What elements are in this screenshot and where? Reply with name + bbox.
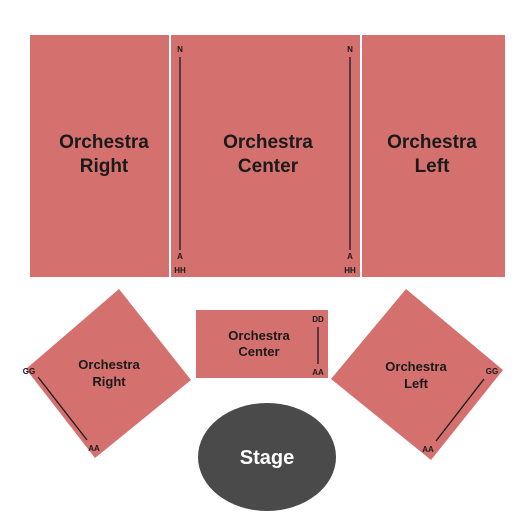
row-label-end: AA <box>312 368 324 377</box>
section-label-line2: Center <box>238 344 279 359</box>
row-label-right-top: N <box>347 45 353 54</box>
stage: Stage <box>198 403 336 511</box>
stage-label: Stage <box>240 447 294 469</box>
stage-shape <box>198 403 336 511</box>
section-label-line1: Orchestra <box>78 357 140 372</box>
row-label-right-extra: HH <box>344 266 356 275</box>
section-lower-orchestra-left-shape[interactable] <box>331 289 503 460</box>
section-label-line1: Orchestra <box>59 132 149 153</box>
row-range-line <box>435 378 485 442</box>
section-lower-orchestra-left[interactable]: Orchestra Left GG AA <box>331 289 503 460</box>
row-label-end: AA <box>88 444 100 453</box>
section-label-line2: Right <box>80 156 129 177</box>
section-lower-orchestra-center-shape[interactable] <box>196 310 328 378</box>
section-label-line2: Center <box>238 156 299 177</box>
section-label-line2: Left <box>415 156 451 177</box>
section-upper-orchestra-right-shape[interactable] <box>30 35 169 277</box>
row-label-right-bottom: A <box>347 252 353 261</box>
row-label-left-bottom: A <box>177 252 183 261</box>
row-label-start: GG <box>486 367 498 376</box>
row-label-start: GG <box>23 367 35 376</box>
row-label-end: AA <box>422 445 434 454</box>
section-upper-orchestra-right[interactable]: Orchestra Right <box>30 35 169 277</box>
section-upper-orchestra-center-shape[interactable] <box>171 35 360 277</box>
section-lower-orchestra-right[interactable]: Orchestra Right GG AA <box>23 289 191 458</box>
section-upper-orchestra-center[interactable]: Orchestra Center N A HH N A HH <box>171 35 360 277</box>
section-label-line1: Orchestra <box>228 328 290 343</box>
section-upper-orchestra-left[interactable]: Orchestra Left <box>362 35 505 277</box>
section-label-line1: Orchestra <box>387 132 477 153</box>
row-label-left-extra: HH <box>174 266 186 275</box>
row-range-line <box>37 376 88 441</box>
section-label-line2: Right <box>92 374 126 389</box>
row-label-start: DD <box>312 315 324 324</box>
section-upper-orchestra-left-shape[interactable] <box>362 35 505 277</box>
section-label-line1: Orchestra <box>223 132 313 153</box>
section-label-line2: Left <box>404 376 429 391</box>
section-lower-orchestra-right-shape[interactable] <box>26 289 191 458</box>
section-lower-orchestra-center[interactable]: Orchestra Center DD AA <box>196 310 328 378</box>
section-label-line1: Orchestra <box>385 359 447 374</box>
row-label-left-top: N <box>177 45 183 54</box>
